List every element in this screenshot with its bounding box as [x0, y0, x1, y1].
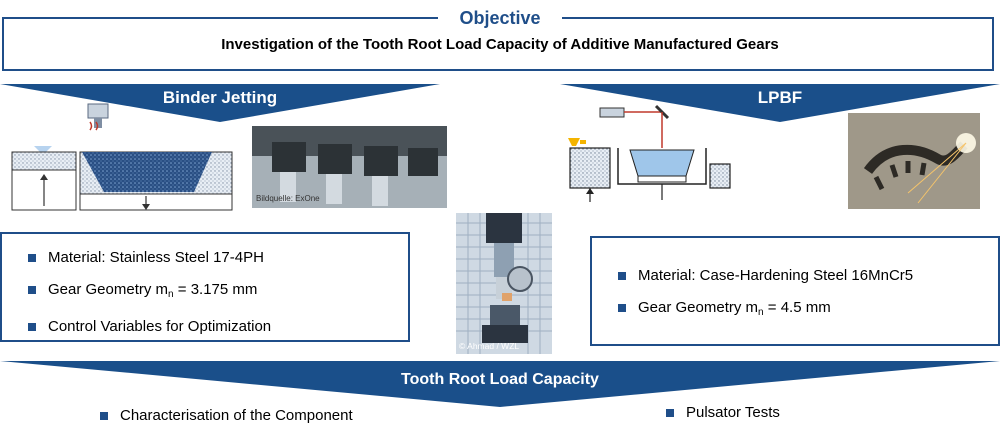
tooth-root-banner: [0, 361, 1000, 407]
binder-jetting-control: Control Variables for Optimization: [22, 317, 271, 337]
objective-title: Objective: [438, 6, 562, 30]
binder-jetting-schematic: [11, 103, 233, 211]
lpbf-material: Material: Case-Hardening Steel 16MnCr5: [612, 266, 913, 286]
bottom-item-pulsator: Pulsator Tests: [660, 403, 780, 435]
lpbf-schematic: [568, 104, 731, 202]
lpbf-bullets: Material: Case-Hardening Steel 16MnCr5 G…: [612, 266, 913, 335]
objective-text: Investigation of the Tooth Root Load Cap…: [221, 36, 779, 53]
binder-jetting-material: Material: Stainless Steel 17-4PH: [22, 248, 271, 268]
binder-jetting-banner: [0, 84, 440, 122]
bullet-square-icon: [28, 286, 36, 294]
bottom-item-characterisation: Characterisation of the Component: [94, 406, 353, 438]
bullet-square-icon: [28, 323, 36, 331]
bullet-square-icon: [618, 304, 626, 312]
binder-jetting-geometry: Gear Geometry mn = 3.175 mm: [22, 280, 271, 305]
lpbf-photo: [848, 113, 980, 209]
binder-jetting-photo: Bildquelle: ExOne: [252, 126, 447, 208]
bullet-square-icon: [666, 409, 674, 417]
test-rig-photo-caption: © Ahmad / WZL: [459, 341, 520, 351]
tooth-root-title: Tooth Root Load Capacity: [401, 371, 599, 388]
test-rig-photo: © Ahmad / WZL: [456, 213, 552, 354]
lpbf-banner: [560, 84, 1000, 122]
binder-jetting-title: Binder Jetting: [162, 88, 278, 107]
binder-jetting-bullets: Material: Stainless Steel 17-4PH Gear Ge…: [22, 248, 271, 349]
bullet-square-icon: [100, 412, 108, 420]
lpbf-info-box: Material: Case-Hardening Steel 16MnCr5 G…: [590, 236, 1000, 346]
binder-jetting-photo-caption: Bildquelle: ExOne: [256, 194, 320, 203]
bullet-square-icon: [618, 272, 626, 280]
lpbf-geometry: Gear Geometry mn = 4.5 mm: [612, 298, 913, 323]
bullet-square-icon: [28, 254, 36, 262]
binder-jetting-info-box: Material: Stainless Steel 17-4PH Gear Ge…: [0, 232, 410, 342]
lpbf-title: LPBF: [757, 88, 803, 107]
